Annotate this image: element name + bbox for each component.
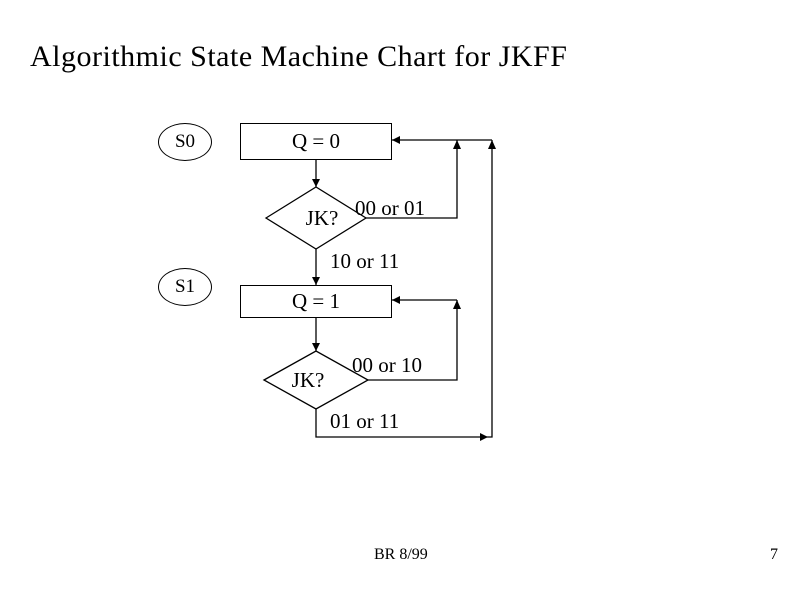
arrowhead-into-q1-right (392, 296, 400, 304)
decision-label-2: JK? (291, 368, 325, 392)
edge-label-00-or-01: 00 or 01 (355, 196, 425, 220)
state-label-s0: S0 (174, 131, 196, 152)
state-oval-s0: S0 (158, 123, 212, 161)
arrowhead-into-q0 (392, 136, 400, 144)
decision-diamond-1 (264, 186, 368, 250)
arrowhead-into-d2 (312, 343, 320, 351)
edge-d2-loop-up (368, 300, 458, 381)
edge-label-10-or-11: 10 or 11 (330, 249, 400, 273)
edge-label-01-or-11: 01 or 11 (330, 409, 400, 433)
arrowhead-up-loop2 (453, 300, 461, 309)
state-box-q0: Q = 0 (240, 123, 392, 160)
decision-diamond-2 (262, 350, 370, 410)
state-oval-s1: S1 (158, 268, 212, 306)
page-title: Algorithmic State Machine Chart for JKFF (30, 40, 568, 73)
state-output-q1: Q = 1 (291, 289, 340, 313)
state-box-q1: Q = 1 (240, 285, 392, 318)
arrowhead-right-bottom (480, 433, 488, 441)
arrowhead-up-far-right (488, 140, 496, 149)
decision-label-1: JK? (305, 206, 339, 230)
state-output-q0: Q = 0 (291, 129, 340, 153)
state-label-s1: S1 (174, 276, 196, 297)
arrowhead-into-q1 (312, 277, 320, 285)
page-number: 7 (770, 546, 778, 563)
arrowhead-into-d1 (312, 179, 320, 187)
arrowhead-up-loop1 (453, 140, 461, 149)
edge-d2-to-s0-return (315, 140, 493, 438)
footer-text: BR 8/99 (374, 546, 428, 563)
edge-label-00-or-10: 00 or 10 (352, 353, 422, 377)
edge-d1-loop-up (366, 140, 458, 219)
